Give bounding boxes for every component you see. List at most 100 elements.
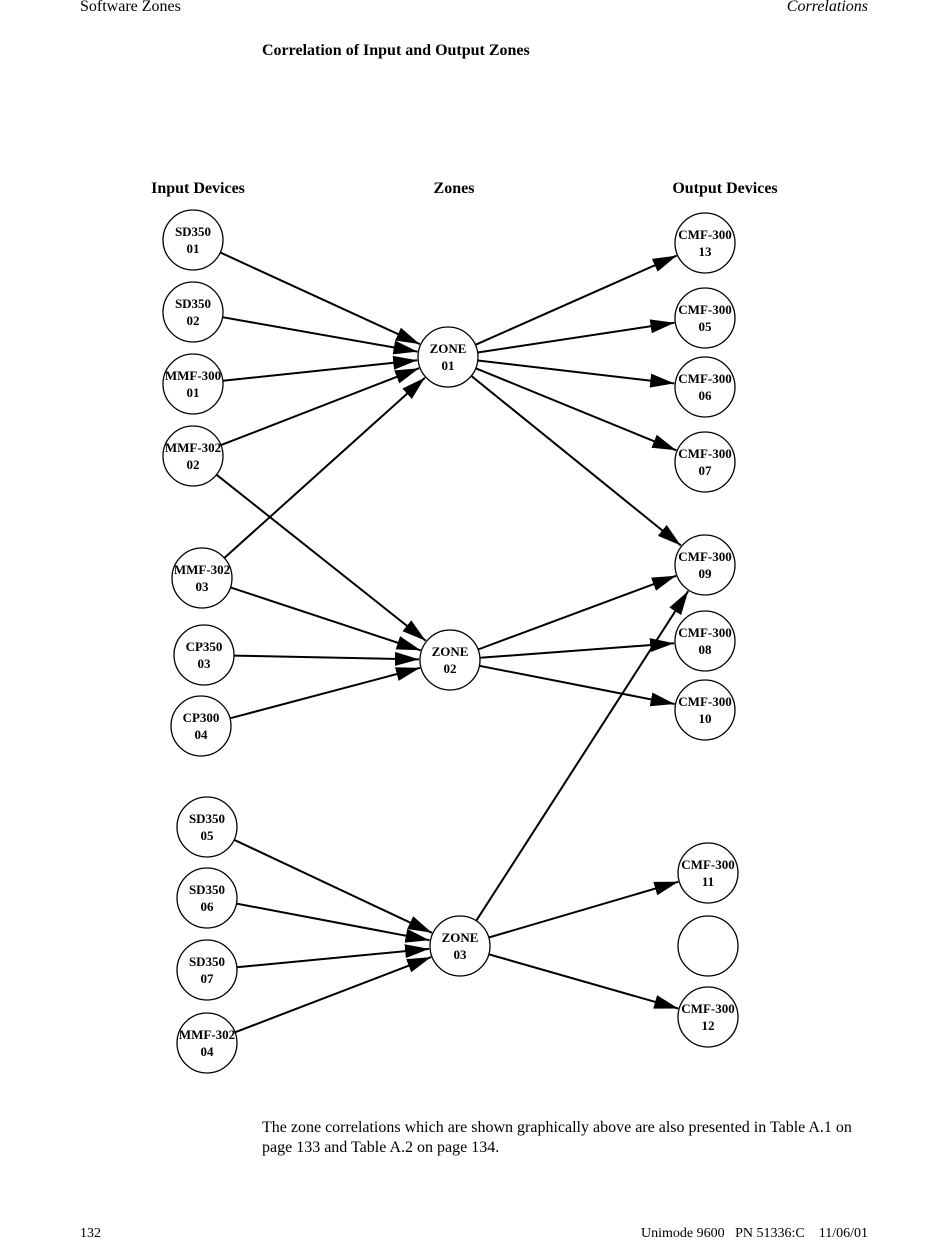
nodes: SD35001SD35002MMF-30001MMF-30202MMF-3020… (162, 209, 739, 1074)
node-circle (677, 986, 739, 1048)
node-label-number: 13 (699, 244, 713, 259)
edge-zone-03-to-cmf300-11 (488, 880, 679, 939)
node-circle (171, 547, 233, 609)
node-label-name: SD350 (175, 296, 211, 311)
edge-mmf302-03-to-zone-01 (223, 376, 426, 559)
node-label-name: CP300 (183, 710, 220, 725)
header-topic: Correlations (786, 0, 868, 15)
edge-cp300-04-to-zone-02 (229, 666, 421, 720)
node-mmf302-04: MMF-302 04 (176, 1012, 238, 1074)
footer-document-info: Unimode 9600 PN 51336:C 11/06/01 (641, 1226, 868, 1241)
node-cmf300-07: CMF-300 07 (674, 431, 736, 493)
node-label-name: CMF-300 (678, 694, 731, 709)
node-sd350-05: SD350 05 (176, 796, 238, 858)
node-circle (419, 629, 481, 691)
node-label-number: 04 (201, 1044, 215, 1059)
node-label-number: 06 (699, 388, 713, 403)
edge-zone-03-to-cmf300-09 (475, 590, 690, 922)
node-circle (677, 842, 739, 904)
node-label-number: 02 (187, 313, 200, 328)
footer-page-number: 132 (80, 1226, 101, 1241)
node-cp350-03: CP350 03 (173, 624, 235, 686)
node-cmf300-10: CMF-300 10 (674, 679, 736, 741)
node-cmf300-12: CMF-300 12 (677, 986, 739, 1048)
node-circle (674, 679, 736, 741)
node-label-number: 05 (699, 319, 713, 334)
node-label-number: 01 (187, 385, 200, 400)
node-label-number: 03 (198, 656, 212, 671)
edge-cp350-03-to-zone-02 (233, 651, 420, 666)
edge-sd350-05-to-zone-03 (233, 838, 433, 934)
node-label-number: 06 (201, 899, 215, 914)
node-cmf300-05: CMF-300 05 (674, 287, 736, 349)
edge-zone-02-to-cmf300-10 (479, 664, 675, 707)
node-label-name: SD350 (189, 811, 225, 826)
edge-mmf300-01-to-zone-01 (222, 355, 418, 382)
edge-sd350-07-to-zone-03 (236, 944, 430, 969)
connections (215, 251, 690, 1034)
node-label-name: CMF-300 (678, 446, 731, 461)
node-label-name: CMF-300 (681, 1001, 734, 1016)
node-label-number: 07 (699, 463, 713, 478)
node-label-number: 04 (195, 727, 209, 742)
node-circle (170, 695, 232, 757)
node-circle (674, 356, 736, 418)
node-circle (162, 353, 224, 415)
node-cp300-04: CP300 04 (170, 695, 232, 757)
node-circle (429, 915, 491, 977)
node-sd350-07: SD350 07 (176, 939, 238, 1001)
edge-zone-01-to-cmf300-06 (477, 359, 675, 388)
column-label-zones: Zones (434, 180, 475, 197)
node-label-name: CMF-300 (678, 302, 731, 317)
node-label-number: 08 (699, 642, 713, 657)
node-label-number: 12 (702, 1018, 715, 1033)
node-cmf300-08: CMF-300 08 (674, 610, 736, 672)
edge-mmf302-04-to-zone-03 (234, 956, 432, 1034)
node-circle (674, 287, 736, 349)
node-label-name: ZONE (432, 644, 469, 659)
node-label-number: 01 (442, 358, 455, 373)
column-label-outputs: Output Devices (672, 180, 777, 197)
node-circle (176, 1012, 238, 1074)
node-label-name: CMF-300 (678, 227, 731, 242)
edge-zone-01-to-cmf300-13 (474, 254, 678, 346)
node-label-number: 03 (196, 579, 210, 594)
node-label-name: CP350 (186, 639, 223, 654)
node-label-name: CMF-300 (678, 549, 731, 564)
node-circle (674, 610, 736, 672)
node-circle (176, 939, 238, 1001)
node-circle (176, 867, 238, 929)
node-label-number: 05 (201, 828, 215, 843)
node-circle (162, 425, 224, 487)
node-label-name: SD350 (189, 882, 225, 897)
node-mmf302-03: MMF-302 03 (171, 547, 233, 609)
node-label-number: 10 (699, 711, 712, 726)
edge-zone-02-to-cmf300-08 (479, 638, 675, 659)
node-label-name: MMF-302 (174, 562, 230, 577)
edge-mmf302-02-to-zone-01 (220, 367, 420, 447)
node-label-name: SD350 (189, 954, 225, 969)
node-label-name: ZONE (430, 341, 467, 356)
node-circle (674, 212, 736, 274)
node-label-number: 03 (454, 947, 468, 962)
edge-mmf302-03-to-zone-02 (230, 586, 421, 652)
node-cmf300-13: CMF-300 13 (674, 212, 736, 274)
node-label-number: 02 (444, 661, 457, 676)
node-circle (176, 796, 238, 858)
node-label-name: SD350 (175, 224, 211, 239)
node-label-name: MMF-302 (179, 1027, 235, 1042)
edge-zone-03-to-cmf300-12 (488, 953, 679, 1010)
node-label-number: 11 (702, 874, 714, 889)
node-label-name: CMF-300 (678, 625, 731, 640)
node-zone-01: ZONE 01 (417, 326, 479, 388)
page-title: Correlation of Input and Output Zones (262, 42, 530, 59)
node-circle (674, 534, 736, 596)
edge-sd350-06-to-zone-03 (236, 902, 430, 943)
node-label-number: 07 (201, 971, 215, 986)
